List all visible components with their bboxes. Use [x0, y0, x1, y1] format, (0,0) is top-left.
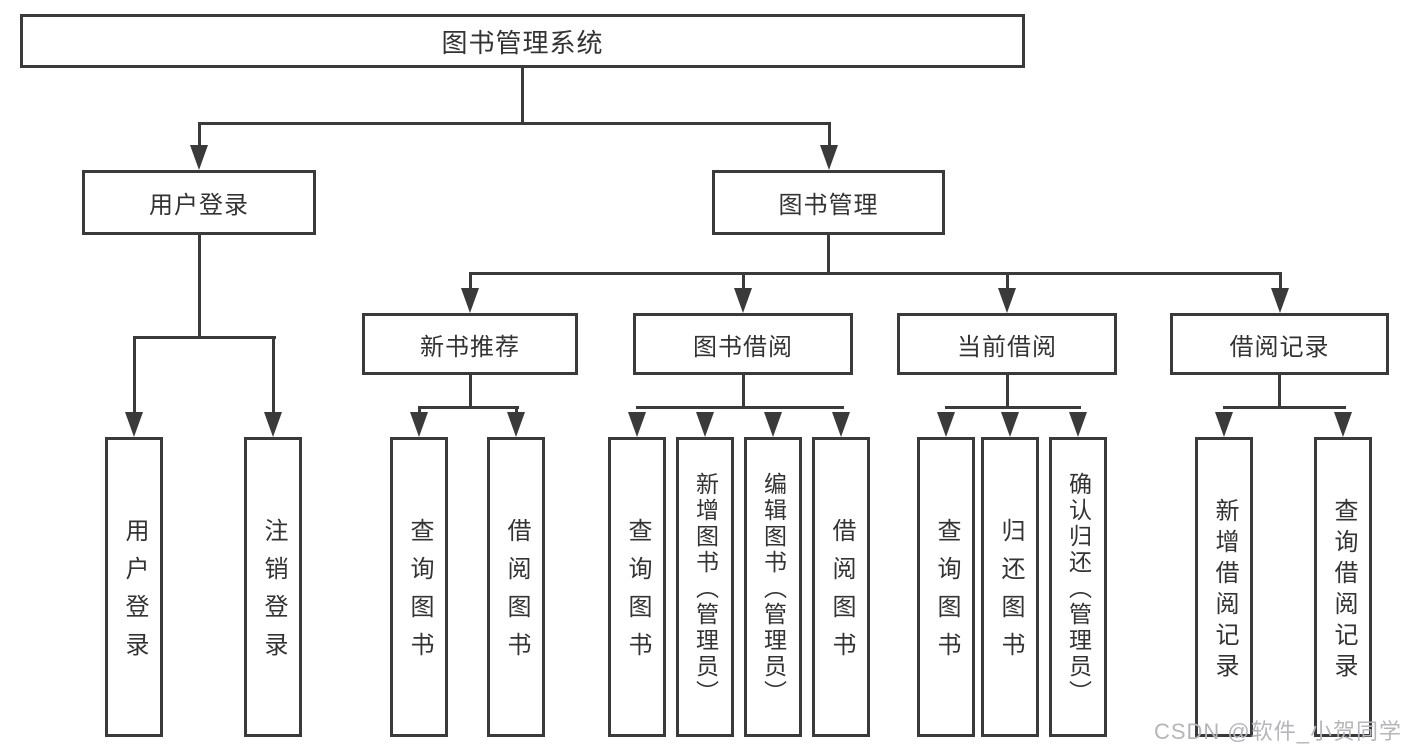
node-user-login: 用户登录 [82, 170, 316, 235]
arrowhead-down-icon [190, 145, 208, 170]
connector-drop [515, 406, 518, 414]
connector-stem [469, 375, 472, 409]
leaf-records-add-record: 新增借阅记录 [1195, 437, 1253, 737]
arrowhead-down-icon [937, 412, 955, 437]
arrowhead-down-icon [628, 412, 646, 437]
arrowhead-down-icon [461, 288, 479, 313]
arrowhead-down-icon [696, 412, 714, 437]
connector-drop [272, 336, 275, 414]
arrowhead-down-icon [998, 288, 1016, 313]
arrowhead-down-icon [764, 412, 782, 437]
leaf-borrowing-add-book-admin-label: 新增图书（管理员） [692, 471, 719, 706]
connector-bar [198, 122, 831, 125]
node-new-book-recommendation-label: 新书推荐 [420, 333, 520, 361]
leaf-borrowing-edit-book-admin: 编辑图书（管理员） [744, 437, 802, 737]
arrowhead-down-icon [832, 412, 850, 437]
connector-drop [742, 272, 745, 290]
leaf-recommend-query-books-label: 查询图书 [406, 518, 433, 670]
leaf-logout: 注销登录 [244, 437, 302, 737]
leaf-recommend-borrow-books: 借阅图书 [487, 437, 545, 737]
arrowhead-down-icon [507, 412, 525, 437]
connector-bar [636, 406, 844, 409]
leaf-records-add-record-label: 新增借阅记录 [1211, 497, 1238, 684]
node-root: 图书管理系统 [20, 14, 1025, 68]
leaf-current-query-books-label: 查询图书 [933, 518, 960, 670]
leaf-borrowing-query-books-label: 查询图书 [624, 518, 651, 670]
connector-drop [418, 406, 421, 414]
arrowhead-down-icon [1001, 412, 1019, 437]
arrowhead-down-icon [264, 412, 282, 437]
leaf-current-confirm-return-admin: 确认归还（管理员） [1049, 437, 1107, 737]
leaf-current-confirm-return-admin-label: 确认归还（管理员） [1065, 471, 1092, 706]
node-current-borrowing: 当前借阅 [897, 313, 1117, 375]
connector-stem [827, 235, 830, 275]
leaf-recommend-query-books: 查询图书 [390, 437, 448, 737]
arrowhead-down-icon [1215, 412, 1233, 437]
arrowhead-down-icon [1069, 412, 1087, 437]
connector-drop [198, 122, 201, 147]
node-book-borrowing: 图书借阅 [633, 313, 853, 375]
arrowhead-down-icon [125, 412, 143, 437]
leaf-current-return-books-label: 归还图书 [997, 518, 1024, 670]
node-book-management: 图书管理 [712, 170, 945, 235]
node-root-label: 图书管理系统 [441, 27, 604, 58]
connector-stem [742, 375, 745, 409]
node-book-borrowing-label: 图书借阅 [693, 333, 793, 361]
leaf-user-login: 用户登录 [105, 437, 163, 737]
arrowhead-down-icon [734, 288, 752, 313]
connector-drop [1279, 272, 1282, 290]
leaf-current-query-books: 查询图书 [917, 437, 975, 737]
node-book-management-label: 图书管理 [778, 192, 879, 219]
leaf-current-return-books: 归还图书 [981, 437, 1039, 737]
arrowhead-down-icon [410, 412, 428, 437]
connector-bar [469, 272, 1282, 275]
connector-drop [1006, 272, 1009, 290]
connector-bar [945, 406, 1081, 409]
connector-stem [198, 235, 201, 339]
leaf-borrowing-query-books: 查询图书 [608, 437, 666, 737]
connector-stem [1006, 375, 1009, 409]
watermark: CSDN @软件_小贺同学 [1153, 719, 1402, 744]
leaf-user-login-label: 用户登录 [121, 518, 148, 670]
connector-drop [828, 122, 831, 147]
node-borrowing-records: 借阅记录 [1170, 313, 1389, 375]
leaf-records-query-record-label: 查询借阅记录 [1330, 497, 1357, 684]
node-borrowing-records-label: 借阅记录 [1229, 333, 1330, 361]
leaf-borrowing-borrow-books: 借阅图书 [812, 437, 870, 737]
leaf-borrowing-add-book-admin: 新增图书（管理员） [676, 437, 734, 737]
node-user-login-label: 用户登录 [149, 192, 249, 219]
connector-stem [1278, 375, 1281, 409]
arrowhead-down-icon [1334, 412, 1352, 437]
node-new-book-recommendation: 新书推荐 [362, 313, 578, 375]
arrowhead-down-icon [820, 145, 838, 170]
leaf-borrowing-edit-book-admin-label: 编辑图书（管理员） [760, 471, 787, 706]
leaf-logout-label: 注销登录 [260, 518, 287, 670]
node-current-borrowing-label: 当前借阅 [957, 333, 1057, 361]
connector-drop [469, 272, 472, 290]
connector-drop [133, 336, 136, 414]
leaf-records-query-record: 查询借阅记录 [1314, 437, 1372, 737]
leaf-recommend-borrow-books-label: 借阅图书 [503, 518, 530, 670]
leaf-borrowing-borrow-books-label: 借阅图书 [828, 518, 855, 670]
arrowhead-down-icon [1271, 288, 1289, 313]
connector-bar [418, 406, 519, 409]
connector-bar [1223, 406, 1346, 409]
connector-stem [521, 68, 524, 125]
connector-bar [133, 336, 276, 339]
